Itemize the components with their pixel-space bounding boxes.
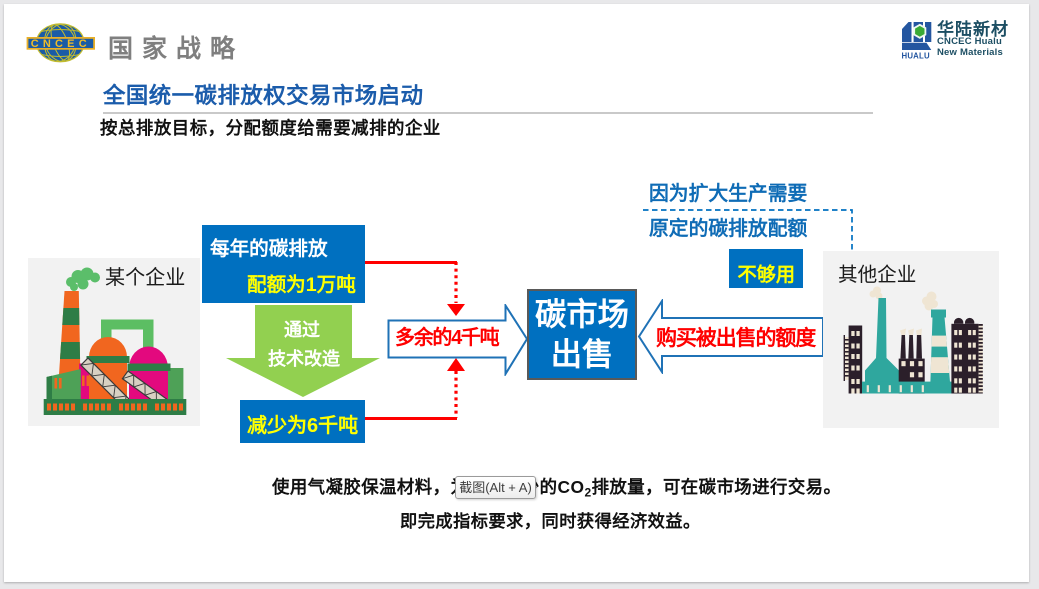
svg-text:HUALU: HUALU: [902, 51, 930, 59]
svg-text:CNCEC: CNCEC: [31, 38, 91, 50]
